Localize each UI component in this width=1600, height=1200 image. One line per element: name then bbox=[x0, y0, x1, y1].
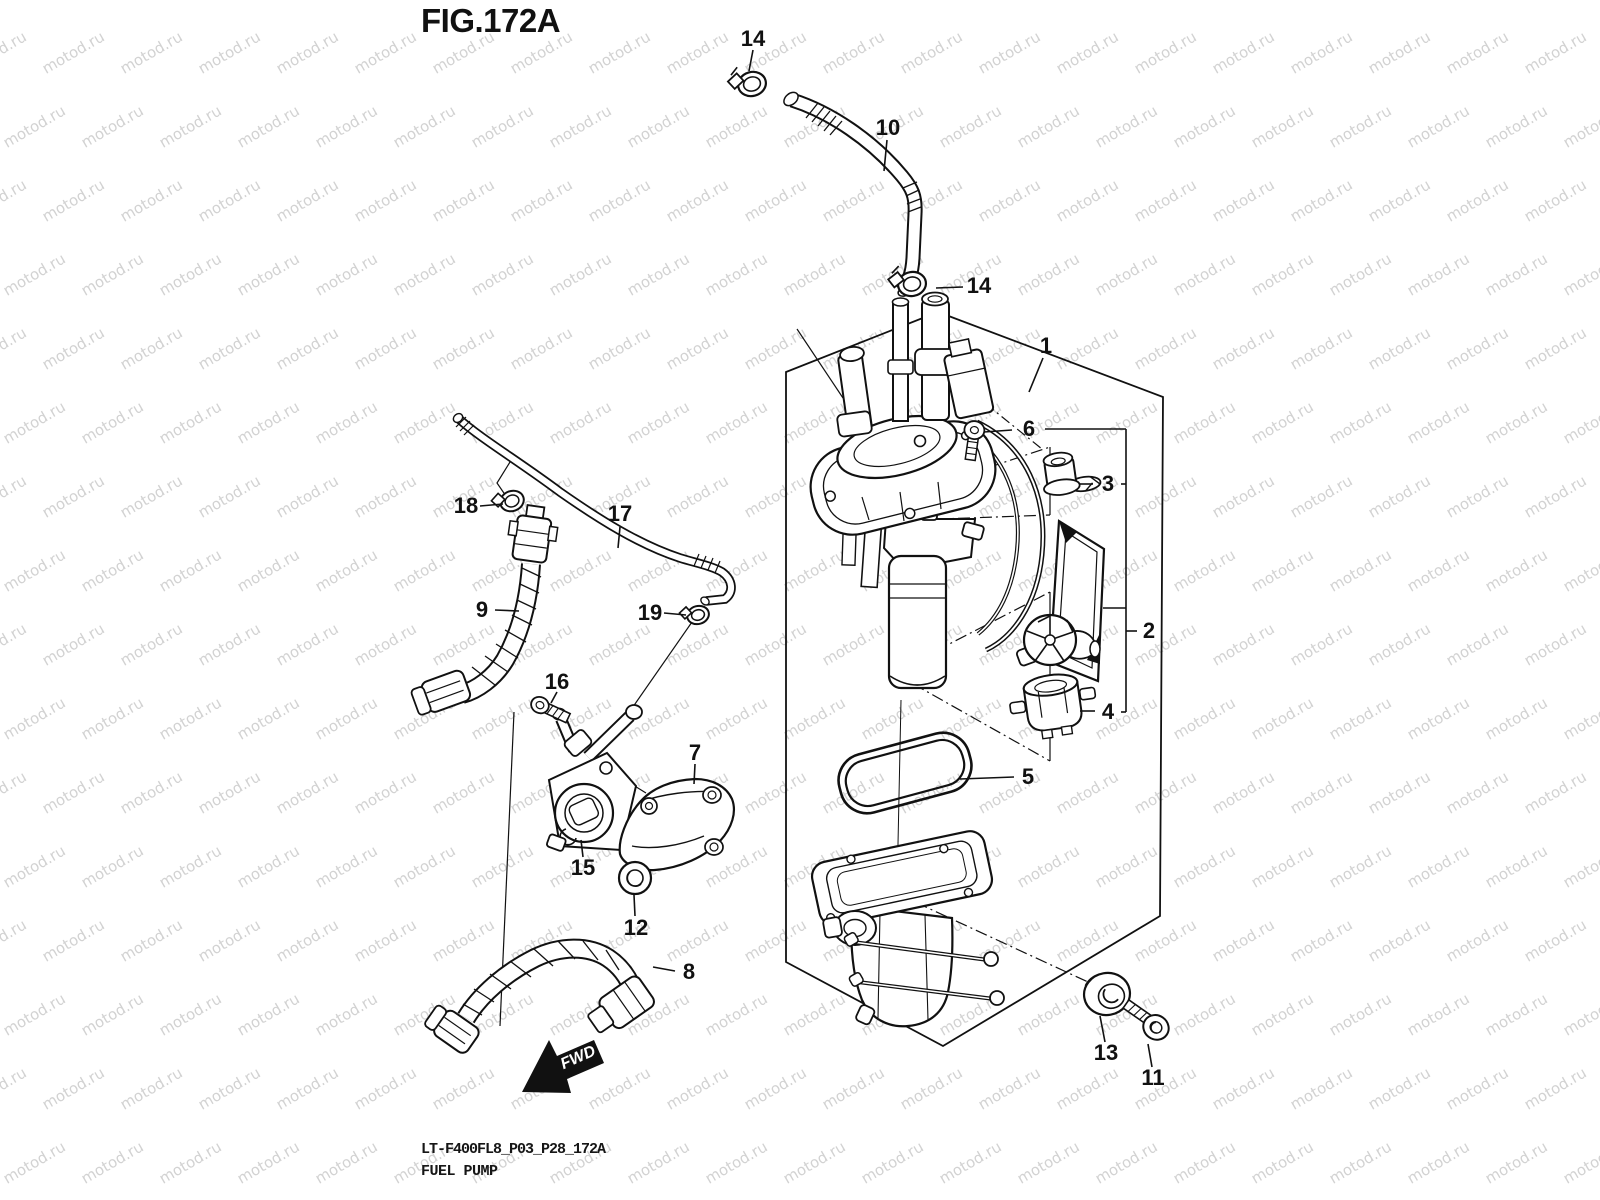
construction-lines bbox=[496, 297, 1089, 1027]
grommet-3 bbox=[1042, 451, 1102, 496]
leader-lines bbox=[479, 49, 1153, 1068]
callout-17: 17 bbox=[607, 501, 633, 526]
callout-13: 13 bbox=[1093, 1040, 1119, 1065]
callout-14-mid: 14 bbox=[966, 273, 992, 298]
pump-impeller bbox=[1016, 613, 1101, 667]
callout-1: 1 bbox=[1039, 333, 1053, 358]
grommet-13 bbox=[1082, 971, 1132, 1017]
pump-housing bbox=[810, 830, 1005, 1028]
callout-11: 11 bbox=[1141, 1065, 1165, 1090]
callout-16: 16 bbox=[544, 669, 570, 694]
fuel-pump-assembly bbox=[809, 291, 1046, 690]
hose-clamp-18 bbox=[490, 489, 525, 513]
fuel-valve-15 bbox=[546, 704, 643, 852]
callout-14-top: 14 bbox=[740, 26, 766, 51]
callout-5: 5 bbox=[1021, 764, 1035, 789]
hose-clamp-14-mid bbox=[886, 265, 928, 298]
hose-17 bbox=[452, 412, 736, 606]
callout-7: 7 bbox=[688, 740, 702, 765]
callout-3: 3 bbox=[1101, 471, 1115, 496]
hose-clamp-19 bbox=[678, 604, 710, 626]
callout-2: 2 bbox=[1142, 618, 1156, 643]
callout-8: 8 bbox=[682, 959, 696, 984]
figure-footer: LT-F400FL8_P03_P28_172A FUEL PUMP bbox=[421, 1139, 606, 1183]
callout-6: 6 bbox=[1022, 416, 1036, 441]
figure-name: FUEL PUMP bbox=[421, 1163, 498, 1180]
callout-12: 12 bbox=[623, 915, 649, 940]
callout-4: 4 bbox=[1101, 699, 1115, 724]
group-2-bracket-line bbox=[1045, 428, 1137, 712]
float-cup-4 bbox=[1009, 673, 1097, 740]
callout-10: 10 bbox=[875, 115, 901, 140]
housing-rod-upper bbox=[843, 932, 999, 967]
hose-clamp-14-top bbox=[726, 66, 767, 98]
bolt-16 bbox=[530, 696, 572, 724]
pump-tubes bbox=[836, 291, 995, 448]
hose-8 bbox=[424, 938, 655, 1054]
housing-rod-lower bbox=[848, 972, 1005, 1006]
gasket-5 bbox=[837, 731, 973, 815]
assembly-box-outline bbox=[785, 311, 1164, 1048]
fwd-arrow: FWD bbox=[522, 1040, 604, 1093]
hose-9 bbox=[410, 504, 559, 716]
callout-19: 19 bbox=[637, 600, 663, 625]
grommet-12 bbox=[617, 860, 653, 896]
callout-18: 18 bbox=[453, 493, 479, 518]
callout-15: 15 bbox=[570, 855, 596, 880]
figure-title: FIG.172A bbox=[421, 2, 561, 39]
figure-code: LT-F400FL8_P03_P28_172A bbox=[421, 1141, 606, 1158]
callout-9: 9 bbox=[475, 597, 489, 622]
bracket-7 bbox=[618, 777, 736, 872]
bolt-11 bbox=[1122, 998, 1170, 1041]
